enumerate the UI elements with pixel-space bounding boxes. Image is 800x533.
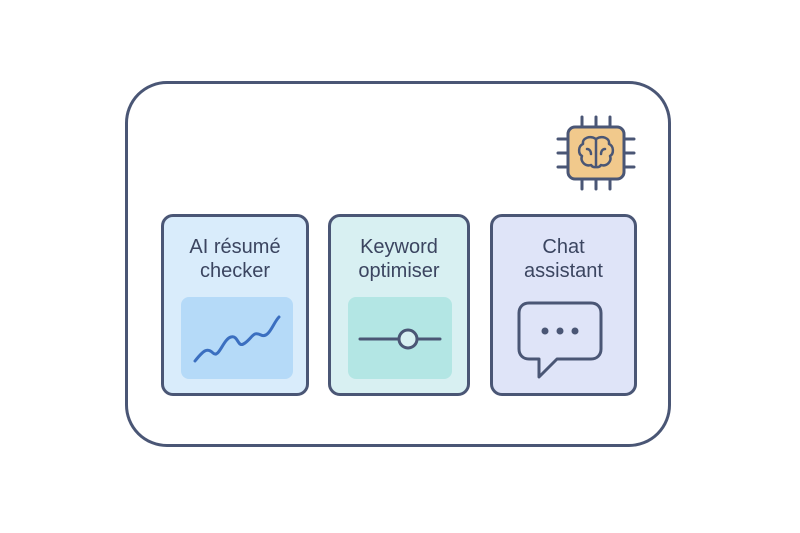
card-title: Chat assistant (524, 236, 603, 282)
ai-chip-brain-icon (554, 113, 638, 193)
card-title: AI résumé checker (189, 236, 281, 282)
chat-bubble-icon (515, 297, 605, 383)
slider-icon (348, 297, 452, 379)
trend-line-icon (181, 297, 293, 379)
card-chat-assistant[interactable]: Chat assistant (490, 214, 637, 396)
card-title: Keyword optimiser (358, 236, 440, 282)
card-keyword-optimiser[interactable]: Keyword optimiser (328, 214, 470, 396)
card-ai-resume-checker[interactable]: AI résumé checker (161, 214, 309, 396)
